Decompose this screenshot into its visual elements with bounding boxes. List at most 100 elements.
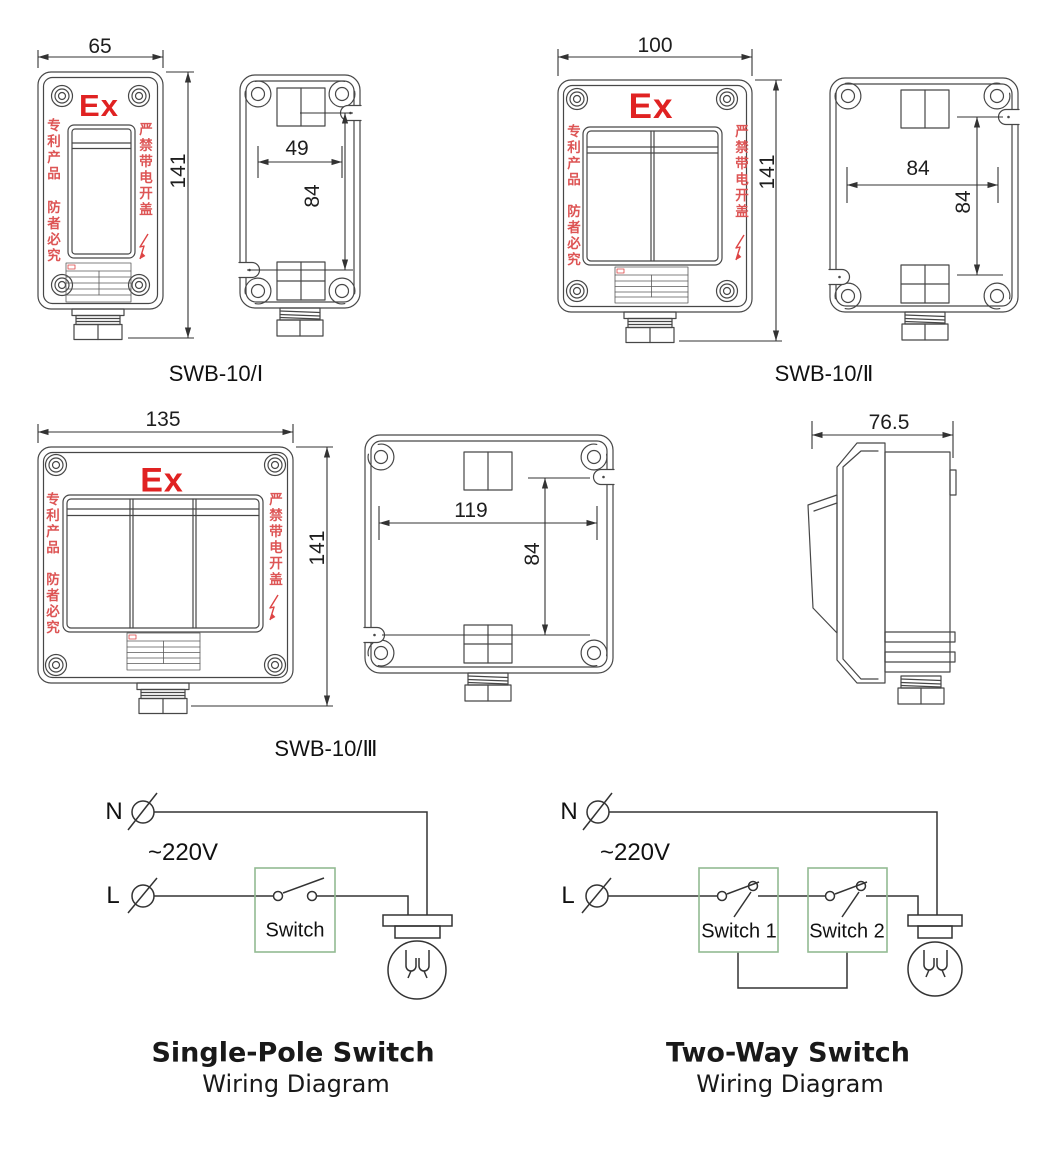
switch-contact <box>306 890 318 902</box>
neutral-label: N <box>105 798 123 825</box>
live-label: L <box>106 882 120 909</box>
terminal-block <box>900 264 950 304</box>
swb2-back-view <box>828 77 1020 341</box>
mounting-ear <box>244 80 272 108</box>
voltage-label: ~220V <box>599 839 671 866</box>
corner-screw <box>127 273 151 297</box>
dim-swb1-back-width: 49 <box>285 137 309 160</box>
model-label-swb3: SWB-10/Ⅲ <box>274 736 378 761</box>
switch-blade <box>282 877 325 894</box>
live-label: L <box>561 882 575 909</box>
mounting-ear <box>580 639 608 667</box>
nameplate <box>126 632 201 671</box>
lightning-bolt-icon <box>269 594 279 621</box>
cable-gland <box>71 308 125 341</box>
switch1-label: Switch 1 <box>701 920 777 943</box>
rocker-switch <box>67 124 136 259</box>
cable-gland <box>276 307 324 337</box>
mounting-ear <box>328 277 356 305</box>
patent-text: 防者必究 <box>43 572 59 636</box>
mounting-flange <box>884 631 956 643</box>
corner-screw <box>50 273 74 297</box>
switch-contact <box>272 890 284 902</box>
cable-gland <box>897 675 945 705</box>
lamp-wire <box>316 895 409 915</box>
rocker-profile <box>807 494 838 634</box>
corner-screw <box>50 84 74 108</box>
dim-swb2-back-width: 84 <box>906 157 930 180</box>
cable-gland <box>623 311 677 344</box>
mounting-slot <box>592 468 615 486</box>
diagram-title: Single-Pole Switch <box>151 1037 435 1069</box>
patent-text: 专利产品 <box>564 124 580 188</box>
corner-screw <box>715 87 739 111</box>
switch-contact <box>716 890 728 902</box>
lamp-wire <box>866 895 919 915</box>
switch2-box <box>807 867 888 953</box>
nameplate <box>65 262 132 303</box>
mounting-slot <box>363 626 386 644</box>
patent-text: 防者必究 <box>44 200 60 264</box>
nameplate <box>614 266 689 304</box>
swb1-back-view <box>238 74 362 337</box>
mounting-slot <box>828 268 851 286</box>
switch-box <box>254 867 336 953</box>
two-way-circuit <box>581 792 963 997</box>
mounting-ear <box>244 277 272 305</box>
terminal-block <box>276 261 326 301</box>
corner-screw <box>44 453 68 477</box>
corner-screw <box>44 653 68 677</box>
corner-screw <box>565 279 589 303</box>
cable-gland <box>464 672 512 702</box>
terminal-block <box>463 624 513 664</box>
terminal-block <box>276 87 326 127</box>
lamp-symbol <box>382 914 453 1000</box>
swb-side-view <box>807 442 957 705</box>
ex-mark: Ex <box>140 461 184 500</box>
diagram-title: Two-Way Switch <box>666 1037 910 1069</box>
switch-blade <box>726 881 760 895</box>
switch1-box <box>698 867 779 953</box>
patent-text: 防者必究 <box>564 204 580 268</box>
mounting-ear <box>834 282 862 310</box>
corner-screw <box>263 653 287 677</box>
neutral-wire <box>154 811 428 915</box>
model-label-swb1: SWB-10/Ⅰ <box>168 361 264 386</box>
mounting-ear <box>983 82 1011 110</box>
rocker-switch-double <box>582 126 723 266</box>
warning-text: 严禁带电开盖 <box>732 124 748 220</box>
body-profile <box>884 451 951 673</box>
warning-text: 严禁带电开盖 <box>136 122 152 218</box>
diagram-subtitle: Wiring Diagram <box>696 1070 884 1098</box>
cover-profile <box>836 442 886 684</box>
switch-blade <box>834 881 868 895</box>
switch-label: Switch <box>265 919 325 942</box>
lightning-bolt-icon <box>139 233 149 260</box>
dim-swb1-height: 141 <box>167 153 190 189</box>
dim-swb3-back-height: 84 <box>521 542 544 566</box>
dim-swb3-depth: 76.5 <box>868 411 910 434</box>
dim-swb1-back-height: 84 <box>301 184 324 208</box>
swb3-back-view <box>363 434 615 702</box>
enclosure-outline <box>364 434 614 674</box>
dim-swb3-back-width: 119 <box>454 499 488 522</box>
mounting-ear <box>580 443 608 471</box>
swb1-front-view <box>37 71 164 341</box>
corner-screw <box>715 279 739 303</box>
model-label-swb2: SWB-10/Ⅱ <box>774 361 874 386</box>
dim-swb3-height: 141 <box>306 530 329 566</box>
switch-contact <box>824 890 836 902</box>
corner-screw <box>263 453 287 477</box>
mounting-flange <box>884 651 956 663</box>
neutral-label: N <box>560 798 578 825</box>
dim-swb1-width: 65 <box>88 35 112 58</box>
voltage-label: ~220V <box>147 839 219 866</box>
terminal-block <box>900 89 950 129</box>
patent-text: 专利产品 <box>43 492 59 556</box>
patent-text: 专利产品 <box>44 118 60 182</box>
corner-screw <box>565 87 589 111</box>
ex-mark: Ex <box>79 88 119 123</box>
warning-text: 严禁带电开盖 <box>266 492 282 588</box>
ex-mark: Ex <box>628 87 674 126</box>
